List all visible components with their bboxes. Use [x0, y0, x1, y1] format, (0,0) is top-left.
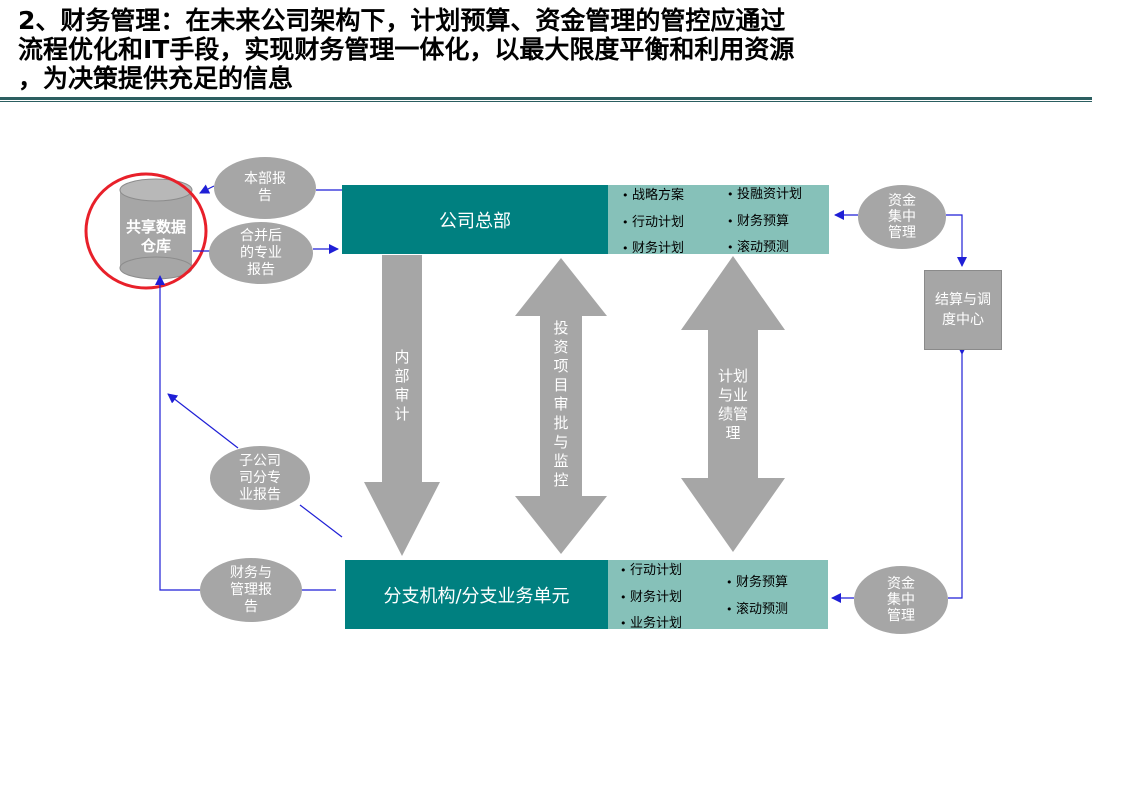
branch-label: 分支机构/分支业务单元 — [383, 585, 570, 607]
merged-report-ellipse: 合并后 的专业 报告 — [209, 222, 313, 284]
merged-report-label: 合并后 的专业 报告 — [240, 227, 282, 278]
title-divider-thin — [0, 101, 1092, 102]
hq-bullet: 财务计划 — [622, 237, 684, 256]
audit-arrow — [364, 255, 440, 556]
settlement-center-box: 结算与调 度中心 — [924, 270, 1002, 350]
branch-bullet: 财务预算 — [726, 571, 788, 590]
subsidiary-report-label: 子公司 司分专 业报告 — [239, 452, 281, 503]
subsidiary-to-db-arrow — [167, 393, 239, 449]
fund-top-ellipse: 资金 集中 管理 — [858, 185, 946, 249]
audit-label: 内 部 审 计 — [394, 348, 410, 423]
fund-bottom-ellipse: 资金 集中 管理 — [854, 566, 948, 634]
title-divider — [0, 97, 1092, 100]
fund-top-to-settlement-arrow — [946, 214, 967, 267]
settlement-label: 结算与调 度中心 — [935, 292, 991, 328]
database-cylinder — [119, 178, 193, 280]
hq-bullet: 战略方案 — [622, 184, 684, 203]
database-label: 共享数据 仓库 — [125, 218, 186, 255]
hq-report-to-db-arrow — [199, 184, 215, 194]
branch-box: 分支机构/分支业务单元 — [345, 560, 608, 629]
hq-report-ellipse: 本部报 告 — [214, 157, 316, 219]
title-line-2: 流程优化和IT手段，实现财务管理一体化，以最大限度平衡和利用资源 — [18, 35, 795, 64]
highlight-circle — [84, 172, 208, 290]
hq-bullet: 投融资计划 — [727, 183, 802, 202]
branch-bullet: 滚动预测 — [726, 598, 788, 617]
title-line-1: 2、财务管理：在未来公司架构下，计划预算、资金管理的管控应通过 — [18, 6, 786, 35]
finance-report-label: 财务与 管理报 告 — [230, 564, 272, 615]
plan-arrow — [681, 256, 785, 552]
hq-report-label: 本部报 告 — [244, 171, 286, 204]
branch-bullet: 财务计划 — [620, 586, 682, 605]
page-title: 2、财务管理：在未来公司架构下，计划预算、资金管理的管控应通过 流程优化和IT手… — [18, 6, 918, 93]
hq-box: 公司总部 — [342, 185, 608, 254]
investment-label: 投 资 项 目 审 批 与 监 控 — [553, 319, 569, 489]
finance-to-db-arrow — [155, 275, 200, 591]
hq-bullet: 财务预算 — [727, 210, 789, 229]
investment-arrow — [515, 258, 607, 554]
branch-bullet: 业务计划 — [620, 612, 682, 631]
hq-bullet: 滚动预测 — [727, 236, 789, 255]
settlement-to-fund-bottom — [948, 345, 967, 599]
title-line-3: ，为决策提供充足的信息 — [18, 64, 294, 93]
hq-label: 公司总部 — [439, 210, 511, 232]
finance-report-ellipse: 财务与 管理报 告 — [200, 558, 302, 622]
plan-label: 计划 与业 绩管 理 — [717, 367, 748, 442]
branch-bullet: 行动计划 — [620, 559, 682, 578]
fund-top-label: 资金 集中 管理 — [888, 193, 916, 241]
fund-bottom-label: 资金 集中 管理 — [887, 576, 915, 624]
subsidiary-report-ellipse: 子公司 司分专 业报告 — [210, 446, 310, 510]
hq-bullet: 行动计划 — [622, 211, 684, 230]
subsidiary-to-hq-line — [299, 504, 343, 538]
